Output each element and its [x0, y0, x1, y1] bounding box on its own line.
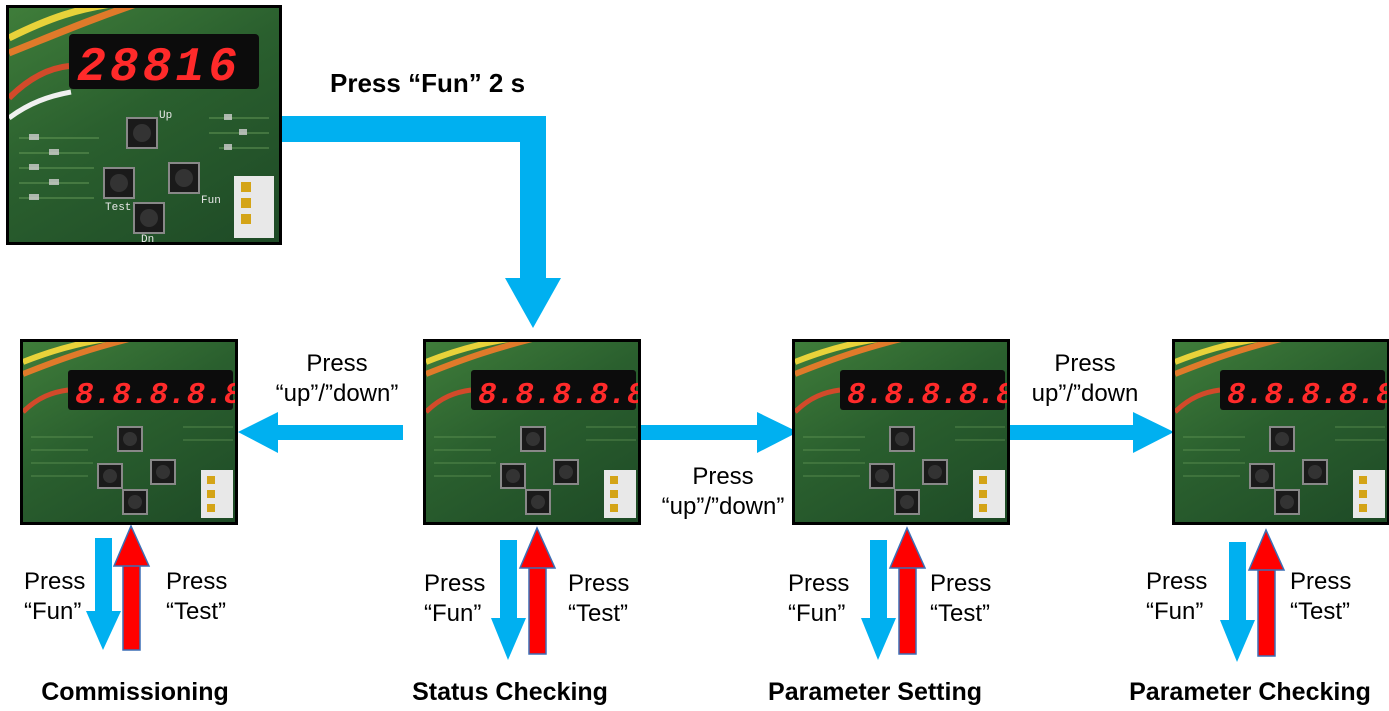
vertical-arrows-setting: [861, 526, 927, 660]
label-press: Press: [1290, 568, 1352, 595]
label-press: Press: [424, 570, 486, 597]
label-press-fun-setting: Press “Fun”: [788, 569, 849, 629]
label-press: Press: [788, 570, 850, 597]
arrow-setting-to-checking: [1010, 412, 1174, 453]
title-status-checking: Status Checking: [412, 678, 608, 706]
label-press-test-status: Press “Test”: [568, 569, 629, 629]
board-commissioning: 8.8.8.8.8.: [20, 339, 238, 525]
label-fun: “Fun”: [24, 598, 82, 625]
label-press-test-commissioning: Press “Test”: [166, 567, 227, 627]
title-parameter-checking: Parameter Checking: [1129, 678, 1371, 706]
label-test: “Test”: [166, 598, 226, 625]
label-up-down: “up”/”down”: [661, 493, 785, 520]
board-parameter-setting: 8.8.8.8.8.: [792, 339, 1010, 525]
label-press: Press: [306, 350, 368, 377]
arrow-status-to-parameter-setting: [640, 412, 798, 453]
label-test: “Test”: [930, 600, 990, 627]
label-fun: “Fun”: [788, 600, 846, 627]
dn-button-label: Dn: [141, 234, 154, 242]
label-press-fun-commissioning: Press “Fun”: [24, 567, 85, 627]
label-fun: “Fun”: [424, 600, 482, 627]
board-parameter-checking: 8.8.8.8.8.: [1172, 339, 1389, 525]
label-up-down: “up”/”down”: [275, 380, 399, 407]
label-press: Press: [166, 568, 228, 595]
board-status-checking: 8.8.8.8.8.: [423, 339, 641, 525]
label-press-test-setting: Press “Test”: [930, 569, 991, 629]
title-parameter-setting: Parameter Setting: [768, 678, 982, 706]
label-setting-to-checking: Press up”/”down: [1025, 349, 1145, 409]
commissioning-display: 8.8.8.8.8.: [75, 378, 235, 413]
label-status-to-parameter-setting: Press “up”/”down”: [653, 462, 793, 522]
label-test: “Test”: [1290, 598, 1350, 625]
label-press-test-checking: Press “Test”: [1290, 567, 1351, 627]
label-press: Press: [1146, 568, 1208, 595]
status-checking-display: 8.8.8.8.8.: [478, 378, 638, 413]
label-press: Press: [1054, 350, 1116, 377]
parameter-setting-display: 8.8.8.8.8.: [847, 378, 1007, 413]
label-up-down: up”/”down: [1031, 380, 1139, 407]
top-board-photo: 28816 Up Test Fun Dn: [6, 5, 282, 245]
test-button-label: Test: [105, 202, 131, 214]
label-press: Press: [692, 463, 754, 490]
arrow-status-to-commissioning: [238, 412, 403, 453]
label-press: Press: [930, 570, 992, 597]
vertical-arrows-checking: [1220, 528, 1286, 662]
up-button-label: Up: [159, 110, 172, 122]
label-test: “Test”: [568, 600, 628, 627]
fun-button-label: Fun: [201, 195, 221, 207]
parameter-checking-display: 8.8.8.8.8.: [1227, 378, 1387, 413]
press-fun-2s-label: Press “Fun” 2 s: [330, 68, 526, 98]
press-fun-2s-arrow: [282, 116, 561, 328]
label-fun: “Fun”: [1146, 598, 1204, 625]
label-press: Press: [24, 568, 86, 595]
top-display-value: 28816: [77, 41, 241, 95]
label-status-to-commissioning: Press “up”/”down”: [272, 349, 402, 409]
label-press-fun-checking: Press “Fun”: [1146, 567, 1207, 627]
vertical-arrows-status: [491, 526, 557, 660]
vertical-arrows-commissioning: [86, 524, 151, 651]
label-press: Press: [568, 570, 630, 597]
label-press-fun-status: Press “Fun”: [424, 569, 485, 629]
title-commissioning: Commissioning: [41, 678, 229, 706]
